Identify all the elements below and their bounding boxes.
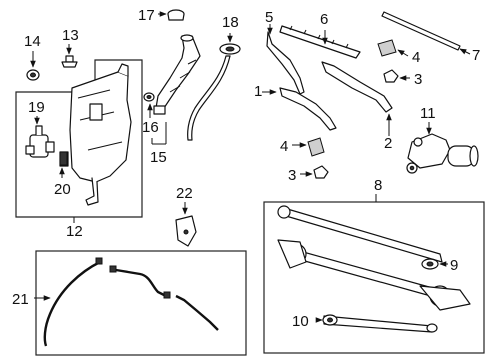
callout-5: 5 <box>265 9 273 26</box>
part-19-washer-pump <box>25 116 55 158</box>
callout-14: 14 <box>24 33 41 50</box>
callout-9: 9 <box>450 257 458 274</box>
callout-21: 21 <box>12 291 29 308</box>
callout-7: 7 <box>472 47 480 64</box>
callout-19: 19 <box>28 99 45 116</box>
part-10-link-rod <box>315 314 438 333</box>
part-21-washer-hose <box>34 257 219 347</box>
callout-6: 6 <box>320 11 328 28</box>
callout-3-upper: 3 <box>414 71 422 88</box>
callout-12: 12 <box>66 223 83 240</box>
callout-8: 8 <box>374 177 382 194</box>
part-14-nut <box>26 51 40 81</box>
callout-11: 11 <box>420 105 436 122</box>
part-6-wiper-blade <box>279 25 361 59</box>
part-3-nut-lower <box>300 165 329 179</box>
part-13-bolt <box>61 44 78 68</box>
callout-1: 1 <box>254 83 262 100</box>
part-5-wiper-arm <box>266 24 305 95</box>
part-7-blade-insert <box>381 11 471 55</box>
callout-10: 10 <box>292 313 309 330</box>
wiper-arm-right <box>321 61 393 136</box>
callout-2: 2 <box>384 135 392 152</box>
callout-16: 16 <box>142 119 159 136</box>
part-3-nut-upper <box>383 69 410 83</box>
linkage-group-box <box>263 201 485 354</box>
callout-4-upper: 4 <box>412 49 420 66</box>
part-1-wiper-arm <box>262 87 337 131</box>
callout-15: 15 <box>150 149 167 166</box>
part-20-grommet <box>59 151 68 178</box>
callout-22: 22 <box>176 185 193 202</box>
part-9-pivot <box>421 258 448 270</box>
callout-3-lower: 3 <box>288 167 296 184</box>
callout-13: 13 <box>62 27 79 44</box>
part-4-arm-cap-upper <box>377 39 409 57</box>
part-17-filler-cap <box>158 9 185 21</box>
callout-18: 18 <box>222 14 239 31</box>
part-8-wiper-linkage <box>277 205 471 311</box>
hose-group-box <box>35 250 247 356</box>
callout-4-lower: 4 <box>280 138 288 155</box>
part-18-dipstick <box>187 33 241 141</box>
callout-17: 17 <box>138 7 155 24</box>
callout-20: 20 <box>54 181 71 198</box>
part-12-washer-reservoir <box>59 63 132 206</box>
part-4-arm-cap-lower <box>292 137 325 157</box>
part-22-bracket <box>175 202 197 247</box>
part-11-wiper-motor <box>406 122 479 174</box>
part-16-o-ring <box>143 92 155 118</box>
part-15-filler-neck <box>153 34 201 115</box>
